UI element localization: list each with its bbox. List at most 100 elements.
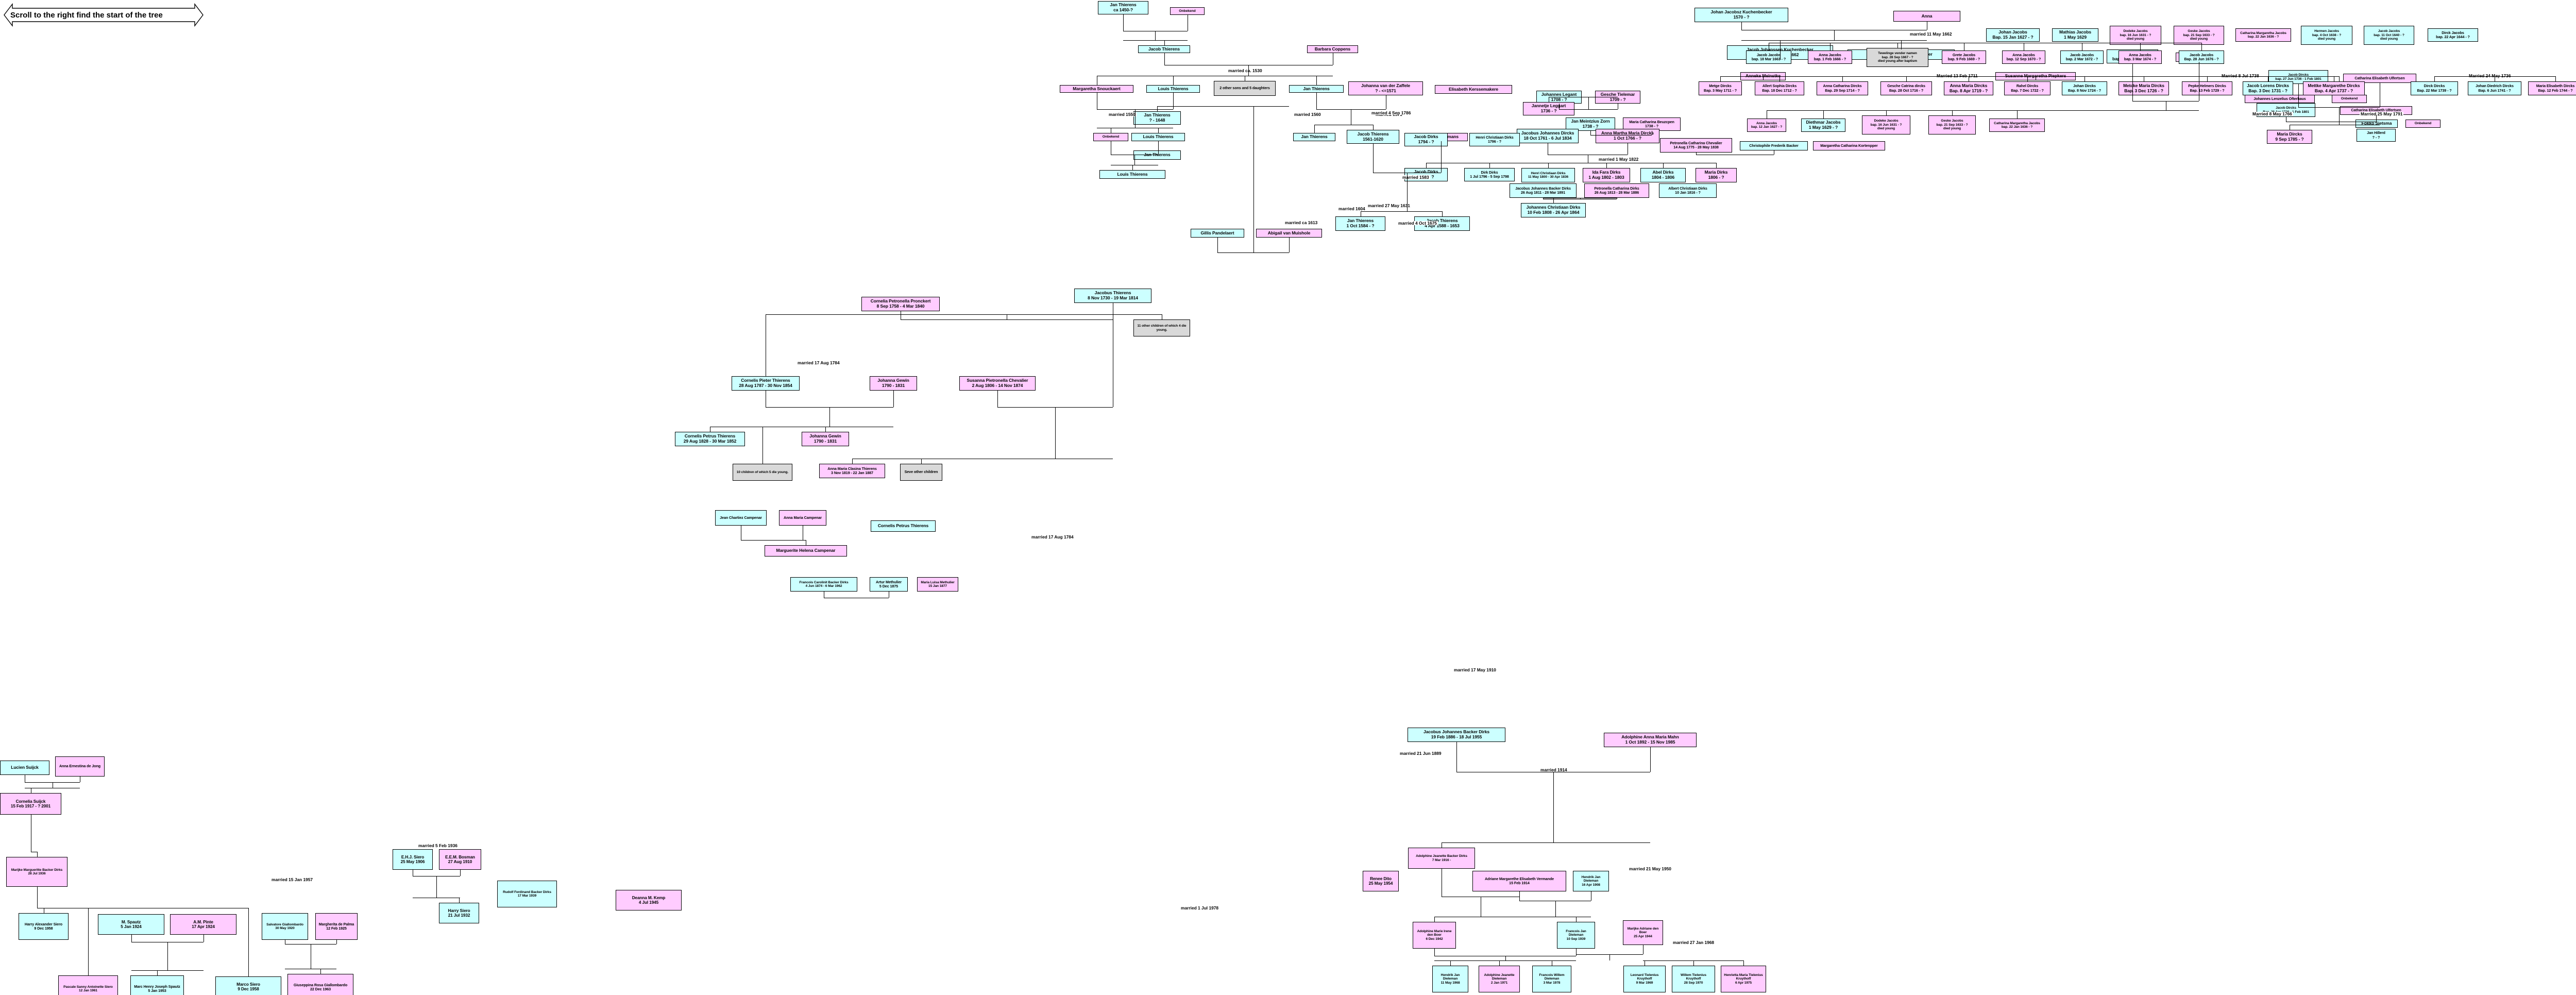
person-node[interactable]: Marguerite Helena Campenar xyxy=(765,545,847,556)
person-node[interactable]: Margaretha Snouckaert xyxy=(1060,85,1133,93)
person-node[interactable]: Elisabeth Kerssemakere xyxy=(1435,85,1512,94)
person-node[interactable]: Anna xyxy=(1893,11,1960,22)
person-node[interactable]: Onbekend xyxy=(2405,120,2441,128)
person-node[interactable]: Catharina Elisabeth Ulfertsen xyxy=(2343,74,2416,83)
person-node[interactable]: Lucien Suijck xyxy=(0,761,49,775)
person-node[interactable]: Margaretha Catharina Kortenpper xyxy=(1813,141,1885,150)
person-node[interactable]: Anna Ernestina de Jong xyxy=(55,756,105,777)
person-node[interactable]: Anna Maria Campenar xyxy=(779,510,826,526)
person-node[interactable]: Barbara Coppens xyxy=(1307,45,1358,53)
person-node[interactable]: Jan Thierens xyxy=(1293,133,1335,141)
person-node[interactable]: Johannes Lenzelius Ofterhaus xyxy=(2245,95,2315,103)
person-node[interactable]: 10 children of which 5 die young. xyxy=(733,464,792,481)
person-node[interactable]: Louis Thierens xyxy=(1131,133,1185,141)
person-node[interactable]: Christophile Frederik Backer xyxy=(1740,141,1808,150)
person-node[interactable]: Jan Thierens xyxy=(1289,85,1344,93)
person-node[interactable]: Jacob Thierens xyxy=(1138,45,1190,53)
person-node[interactable]: Seve other children xyxy=(900,464,942,481)
person-node[interactable]: Jan Thierens? - 1648 xyxy=(1133,111,1181,125)
person-node[interactable]: 11 other children of which 4 die young. xyxy=(1133,319,1190,336)
person-node[interactable]: Onbekend xyxy=(1093,133,1128,141)
person-node[interactable]: Jan Hillerd? - ? xyxy=(2357,129,2396,142)
